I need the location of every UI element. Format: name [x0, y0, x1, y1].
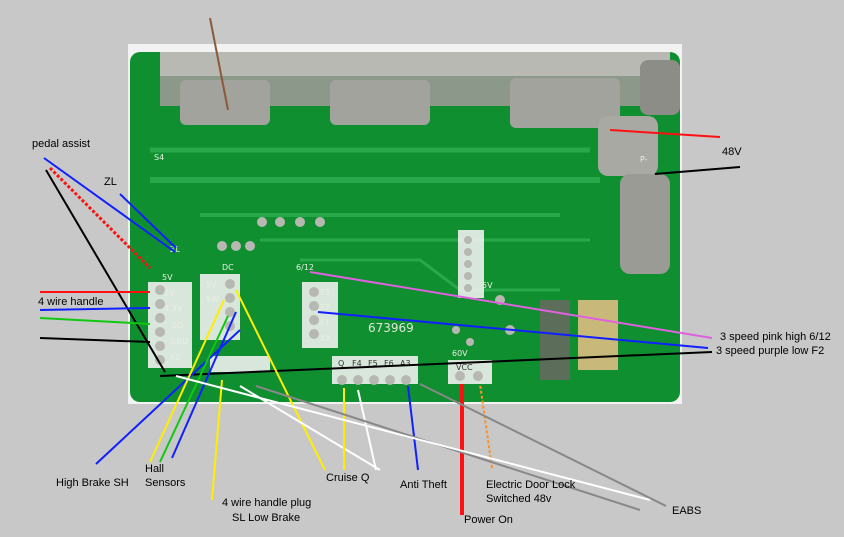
silk-pin-left-4: GND: [170, 337, 188, 346]
silk-pin-speed-3: XX: [320, 334, 331, 343]
label-eabs: EABS: [672, 505, 702, 517]
silk-row-4: A3: [400, 359, 411, 368]
silk-p-minus: P-: [640, 155, 648, 164]
label-4-wire-handle: 4 wire handle: [38, 296, 104, 308]
silk-pin-left-1: 5V: [164, 289, 175, 298]
silk-pin-hall-1: 5W: [206, 295, 219, 304]
silk-pin-speed-2: F1: [320, 318, 330, 327]
silk-pin-5v: 5V: [482, 281, 493, 290]
label-high-brake: High Brake SH: [56, 477, 129, 489]
label-cruise: Cruise Q: [326, 472, 370, 484]
label-zl: ZL: [104, 176, 117, 188]
board-code: 673969: [368, 321, 414, 335]
silk-pin-left-0: 5V: [162, 273, 173, 282]
silk-pin-vcc: VCC: [456, 363, 473, 372]
silk-row-2: F5: [368, 359, 378, 368]
label-plug-2: SL Low Brake: [232, 512, 301, 524]
silk-pin-hall-0: 5V: [206, 281, 217, 290]
label-power-on: Power On: [464, 514, 513, 526]
silk-zl: ZL: [170, 245, 180, 254]
label-speed-low: 3 speed purple low F2: [716, 345, 825, 357]
label-speed-high: 3 speed pink high 6/12: [720, 331, 831, 343]
silk-pin-612: 6/12: [296, 263, 314, 272]
silk-row-0: Q: [338, 359, 344, 368]
silk-pin-left-2: 4.3V: [164, 304, 183, 313]
silk-row-3: F6: [384, 359, 394, 368]
circuit-board: S4 P- ZL DC 5V 5V 4.3V SD GND XS 5V 5W 6…: [128, 44, 682, 404]
label-anti-theft: Anti Theft: [400, 479, 447, 491]
silk-s4: S4: [154, 153, 164, 162]
silk-pin-left-5: XS: [170, 353, 181, 362]
annotation-wires: [39, 17, 741, 515]
label-door-2: Switched 48v: [486, 493, 552, 505]
label-hall-1: Hall: [145, 463, 164, 475]
silk-row-1: F4: [352, 359, 362, 368]
silk-pin-speed-1: F2: [320, 303, 330, 312]
label-plug-1: 4 wire handle plug: [222, 497, 312, 509]
silk-pin-left-3: SD: [172, 321, 183, 330]
silk-pin-60v: 60V: [452, 349, 468, 358]
label-pedal-assist: pedal assist: [32, 138, 91, 150]
label-hall-2: Sensors: [145, 477, 186, 489]
label-48v: 48V: [722, 146, 742, 158]
silk-pin-speed-0: F3: [320, 288, 330, 297]
silk-dc: DC: [222, 263, 234, 272]
label-door-1: Electric Door Lock: [486, 479, 576, 491]
